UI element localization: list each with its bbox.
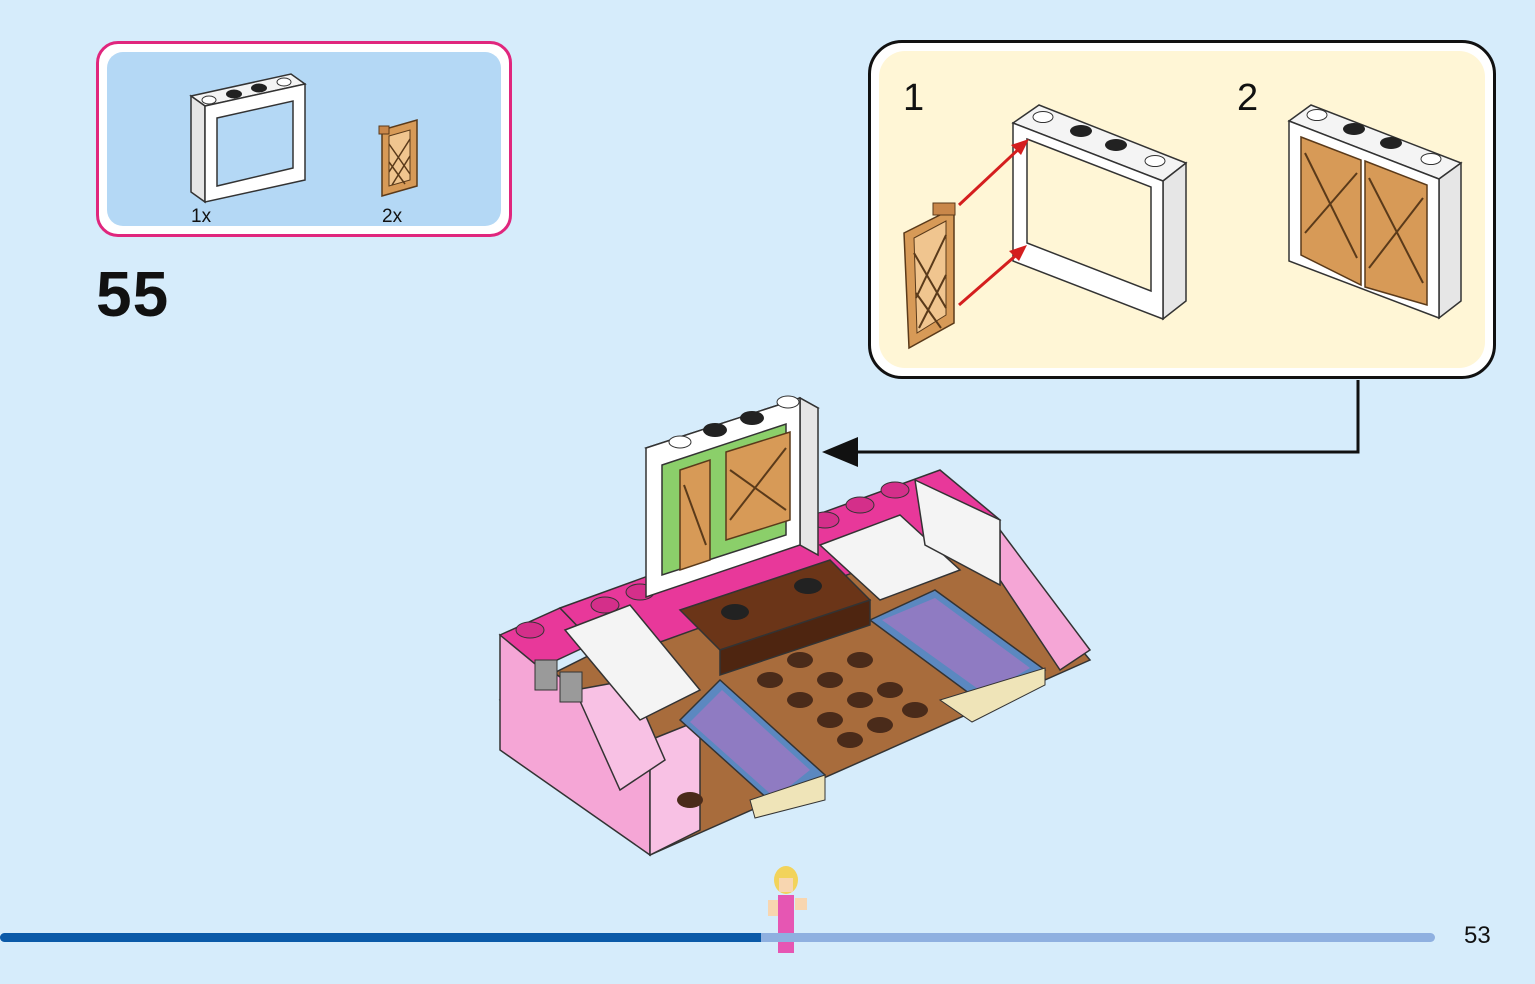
table (678, 559, 872, 677)
callout-pointer (822, 380, 1360, 467)
lattice-shutter-icon (378, 119, 418, 197)
substep-label: 1 (903, 77, 925, 119)
subassembly-callout: 1 2 (868, 40, 1496, 379)
seat-cushions (563, 478, 1001, 721)
parts-list-art (189, 73, 418, 204)
studs-floor (677, 652, 928, 808)
bed-blankets (678, 589, 1047, 819)
progress-bar-fill (0, 933, 761, 942)
subassembly-art (903, 104, 1463, 350)
window-with-shutters-icon (644, 395, 820, 599)
lattice-shutter-icon (903, 202, 956, 350)
insert-arrow (957, 139, 1029, 307)
substep-label: 2 (1237, 77, 1259, 119)
window-with-shutters-icon (1287, 104, 1463, 320)
page-number: 53 (1464, 922, 1491, 949)
clips (534, 659, 583, 703)
window-frame-icon (1011, 104, 1188, 321)
part-quantity: 2x (382, 206, 403, 227)
parts-list-callout: 1x 2x (96, 41, 512, 237)
part-quantity: 1x (191, 206, 212, 227)
step-number: 55 (96, 258, 170, 330)
window-frame-icon (189, 73, 307, 204)
